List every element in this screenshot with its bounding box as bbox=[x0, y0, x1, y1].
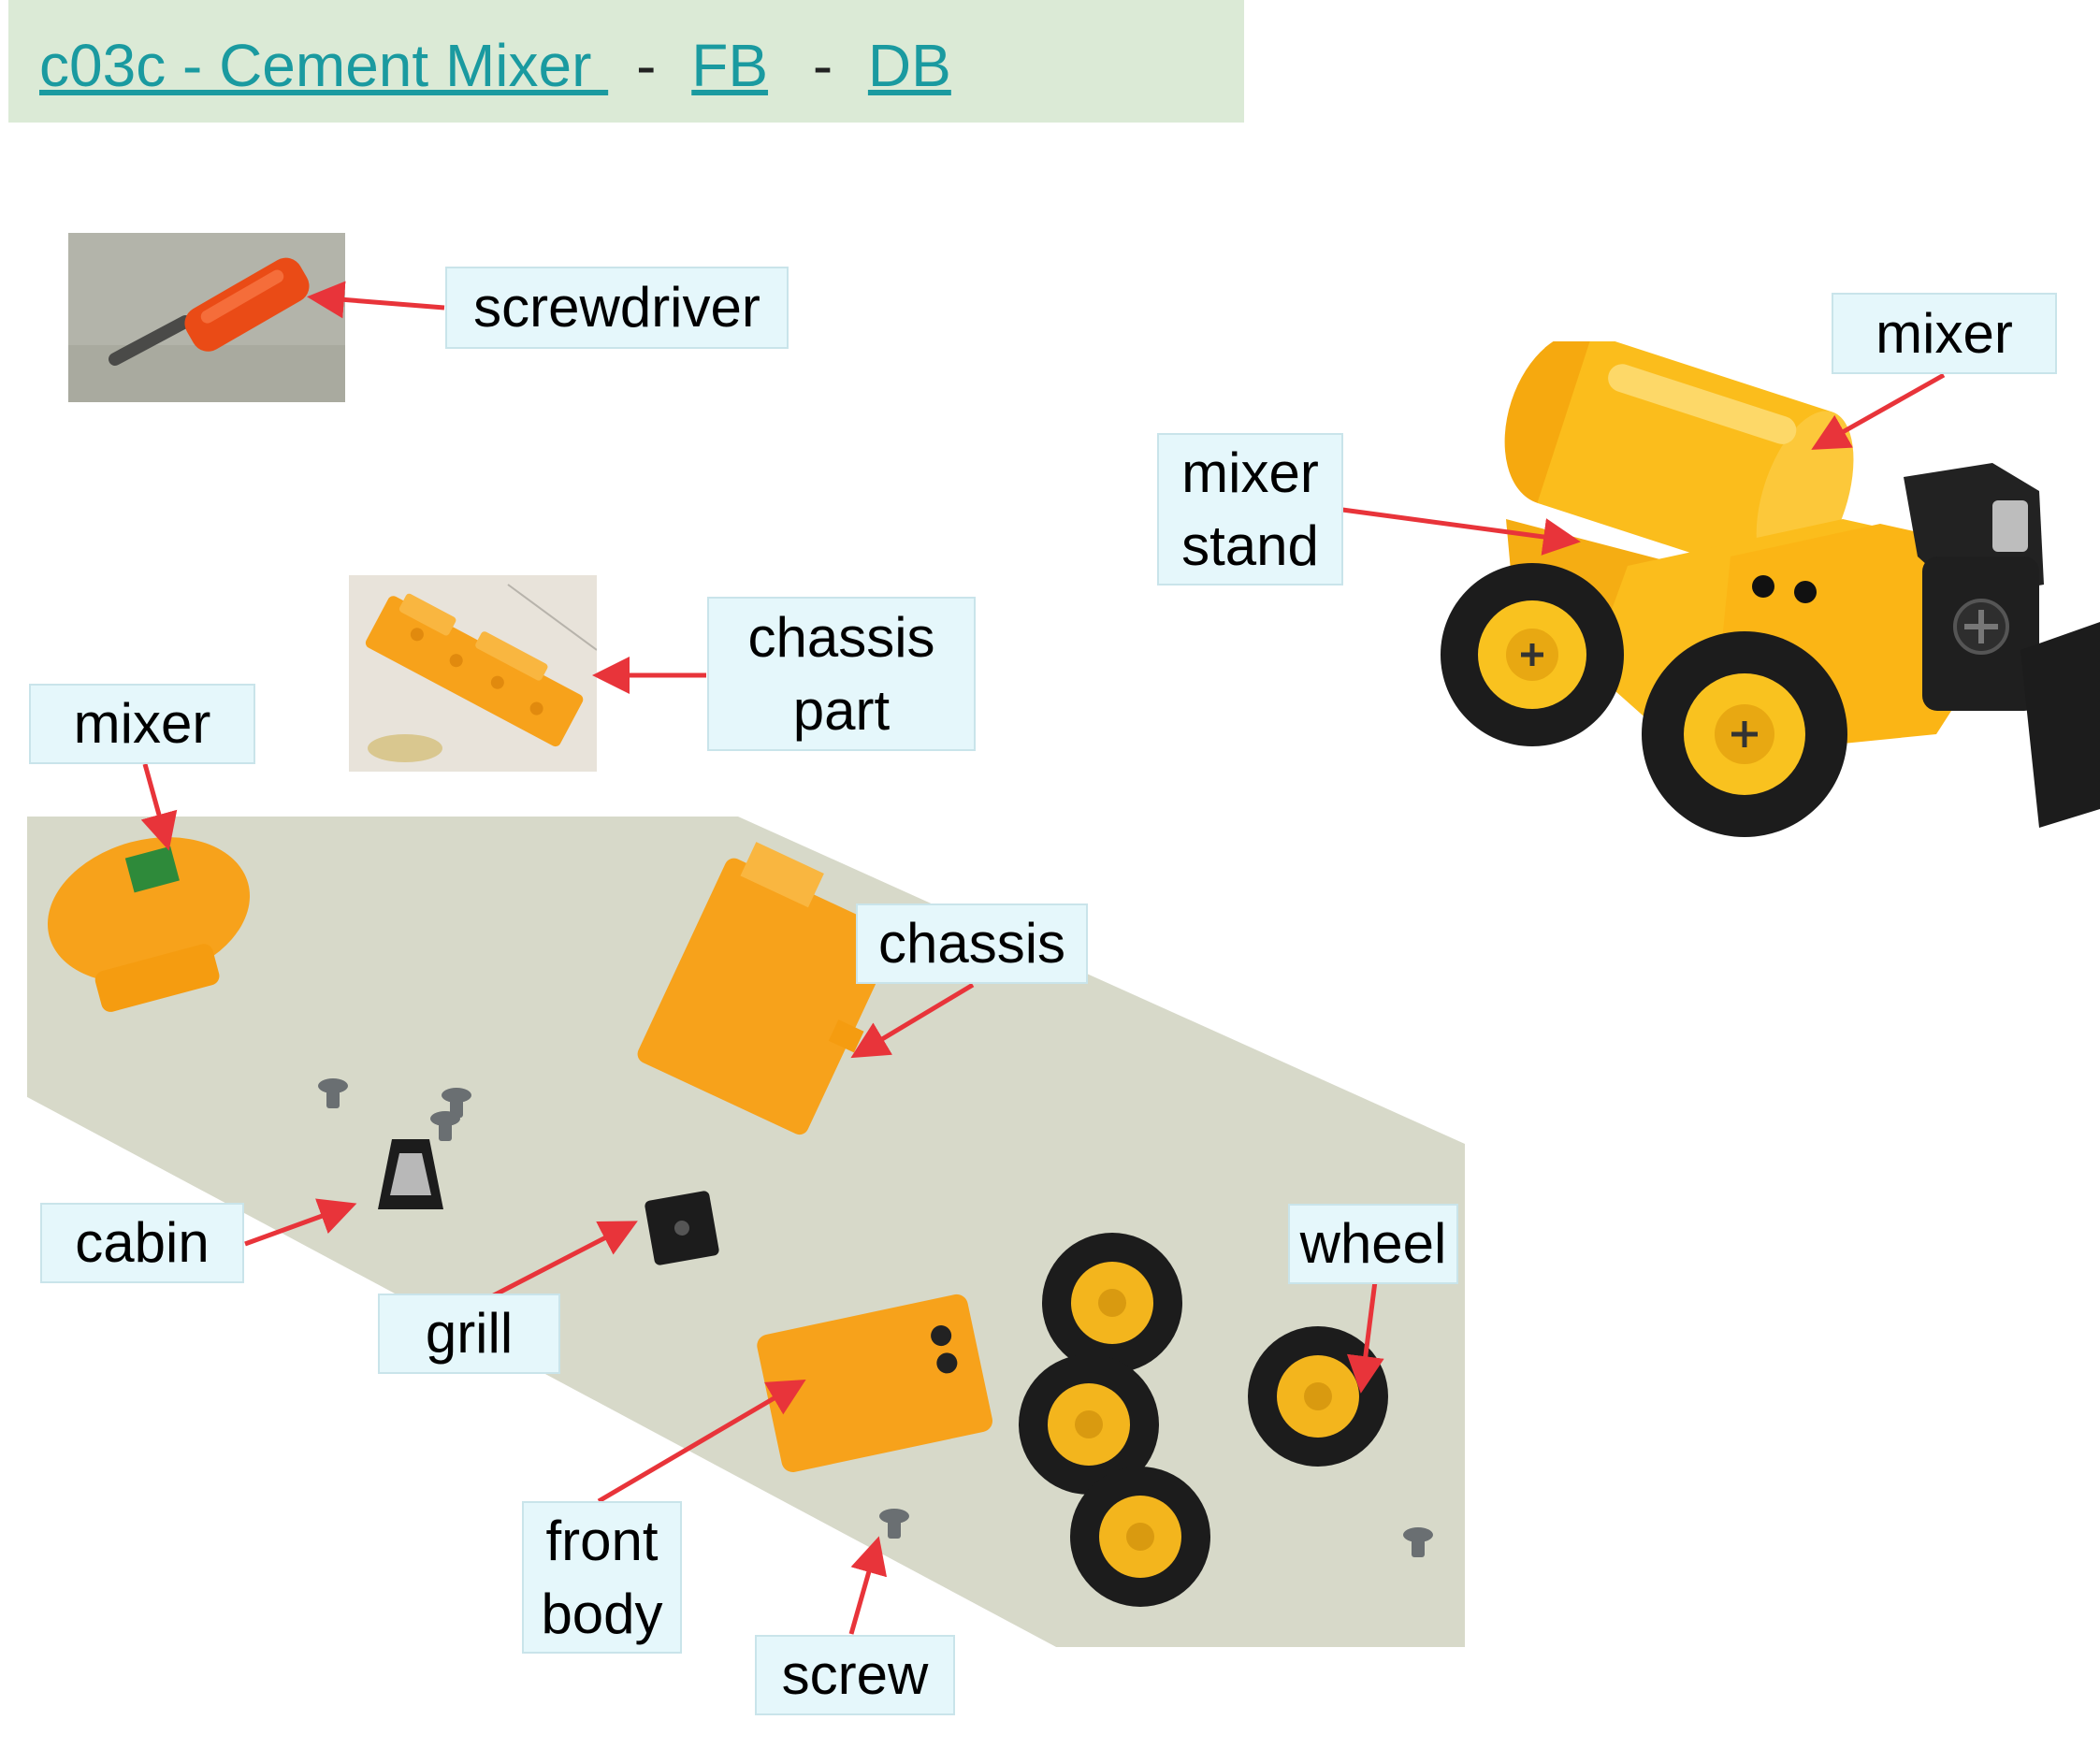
title-link[interactable]: c03c - Cement Mixer bbox=[39, 32, 609, 99]
wheel-label: wheel bbox=[1288, 1204, 1458, 1284]
separator: - bbox=[636, 32, 657, 99]
chassis-part-label: chassis part bbox=[707, 597, 976, 751]
mixer-stand-label: mixer stand bbox=[1157, 433, 1343, 585]
cabin-label: cabin bbox=[40, 1203, 244, 1283]
fb-link[interactable]: FB bbox=[691, 32, 769, 99]
cement-mixer-truck-photo bbox=[1441, 341, 2100, 837]
header-title-line: c03c - Cement Mixer - FB - DB bbox=[39, 28, 951, 103]
screwdriver-photo bbox=[68, 233, 345, 402]
grill-label: grill bbox=[378, 1294, 560, 1374]
header-bar: c03c - Cement Mixer - FB - DB bbox=[8, 0, 1244, 123]
chassis-label: chassis bbox=[856, 903, 1088, 984]
screwdriver-label: screwdriver bbox=[445, 267, 789, 349]
db-link[interactable]: DB bbox=[867, 32, 951, 99]
front-body-label: front body bbox=[522, 1501, 682, 1654]
mixer-left-label: mixer bbox=[29, 684, 255, 764]
mixer-top-label: mixer bbox=[1832, 293, 2057, 374]
screw-label: screw bbox=[755, 1635, 955, 1715]
chassis-part-photo bbox=[349, 575, 597, 772]
separator: - bbox=[812, 32, 833, 99]
